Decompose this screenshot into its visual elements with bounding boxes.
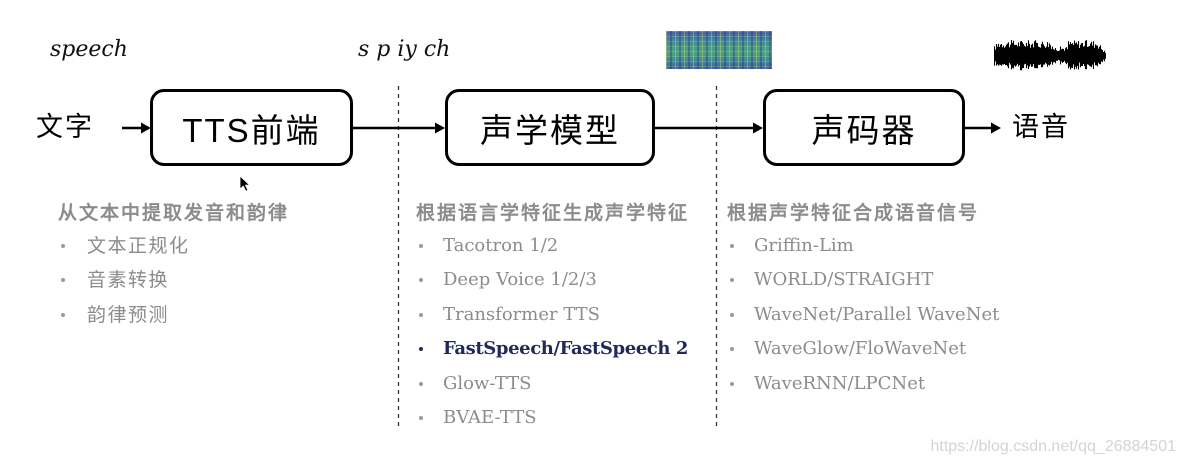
bullet-dot [61, 244, 65, 248]
list-item: WaveRNN/LPCNet [727, 367, 999, 401]
arrow-acoustic-model-to-vocoder [655, 122, 763, 134]
audio-waveform-icon [994, 40, 1106, 71]
bullet-dot [730, 312, 734, 317]
list-item-text: Glow-TTS [443, 372, 532, 394]
list-item: WaveNet/Parallel WaveNet [727, 298, 999, 332]
source-watermark: https://blog.csdn.net/qq_26884501 [930, 438, 1176, 455]
list-item: Griffin-Lim [727, 229, 999, 263]
list-item: 文本正规化 [58, 229, 289, 263]
arrowhead [753, 122, 763, 134]
list-item-text: Griffin-Lim [754, 235, 854, 256]
arrow-text-to-frontend [122, 122, 151, 134]
list-item-text: 音素转换 [87, 269, 170, 292]
list-item: WORLD/STRAIGHT [727, 263, 999, 297]
bullet-dot [419, 415, 423, 420]
list-item-text: 韵律预测 [87, 303, 170, 326]
list-item-text: Tacotron 1/2 [443, 235, 559, 256]
arrow-vocoder-to-speech [965, 122, 1001, 134]
bullet-dot [419, 381, 423, 386]
output-speech-label: 语音 [1012, 112, 1070, 143]
vocoder-list: Griffin-Lim WORLD/STRAIGHT WaveNet/Paral… [727, 229, 999, 401]
bullet-dot [419, 312, 423, 317]
bullet-dot [730, 381, 734, 386]
mel-spectrogram-icon [666, 31, 772, 69]
bullet-dot [419, 278, 423, 283]
waveform-trace [994, 40, 1106, 71]
list-item: Transformer TTS [416, 298, 689, 332]
frontend-task-list: 文本正规化 音素转换 韵律预测 [58, 229, 289, 332]
bullet-dot [730, 278, 734, 283]
phoneme-representation-label: s p iy ch [358, 37, 451, 62]
mouse-pointer-icon [239, 175, 251, 192]
bullet-dot [730, 244, 734, 248]
acoustic-model-description: 根据语言学特征生成声学特征 Tacotron 1/2 Deep Voice 1/… [416, 197, 689, 435]
bullet-dot [730, 347, 734, 352]
frontend-description: 从文本中提取发音和韵律 文本正规化 音素转换 韵律预测 [58, 197, 289, 332]
tts-frontend-label: TTS前端 [182, 111, 321, 149]
arrow-frontend-to-acoustic-model [353, 122, 445, 134]
vocoder-box: 声码器 [763, 89, 965, 166]
list-item-text: WaveGlow/FloWaveNet [754, 338, 967, 360]
vocoder-description: 根据声学特征合成语音信号 Griffin-Lim WORLD/STRAIGHT … [727, 197, 999, 401]
acoustic-model-label: 声学模型 [480, 111, 620, 149]
list-item-text: WaveNet/Parallel WaveNet [754, 303, 1000, 325]
bullet-dot [61, 278, 65, 283]
vocoder-label: 声码器 [811, 111, 917, 149]
list-item: FastSpeech/FastSpeech 2 [416, 332, 689, 366]
bullet-dot [419, 347, 423, 352]
list-item-text: Deep Voice 1/2/3 [443, 269, 597, 291]
frontend-description-heading: 从文本中提取发音和韵律 [58, 202, 290, 224]
list-item-text: WORLD/STRAIGHT [754, 269, 934, 291]
arrowhead [991, 122, 1001, 134]
list-item: Deep Voice 1/2/3 [416, 263, 689, 297]
vocoder-description-heading: 根据声学特征合成语音信号 [727, 202, 980, 224]
list-item-text: WaveRNN/LPCNet [754, 372, 926, 394]
arrowhead [141, 122, 151, 134]
acoustic-model-description-heading: 根据语言学特征生成声学特征 [416, 202, 690, 224]
text-representation-label: speech [50, 37, 128, 62]
tts-frontend-box: TTS前端 [150, 89, 353, 166]
bullet-dot [419, 244, 423, 248]
list-item: BVAE-TTS [416, 401, 689, 435]
cursor-shape [239, 175, 251, 192]
input-text-label: 文字 [36, 112, 94, 143]
list-item-text: BVAE-TTS [443, 406, 537, 428]
list-item-text: FastSpeech/FastSpeech 2 [443, 338, 689, 360]
bullet-dot [61, 312, 65, 317]
acoustic-model-box: 声学模型 [445, 89, 655, 166]
list-item-text: 文本正规化 [87, 235, 190, 257]
list-item: 音素转换 [58, 263, 289, 297]
list-item: 韵律预测 [58, 298, 289, 332]
list-item: WaveGlow/FloWaveNet [727, 332, 999, 366]
arrowhead [435, 122, 445, 134]
list-item: Glow-TTS [416, 367, 689, 401]
acoustic-model-list: Tacotron 1/2 Deep Voice 1/2/3 Transforme… [416, 229, 689, 435]
list-item: Tacotron 1/2 [416, 229, 689, 263]
list-item-text: Transformer TTS [443, 303, 600, 325]
